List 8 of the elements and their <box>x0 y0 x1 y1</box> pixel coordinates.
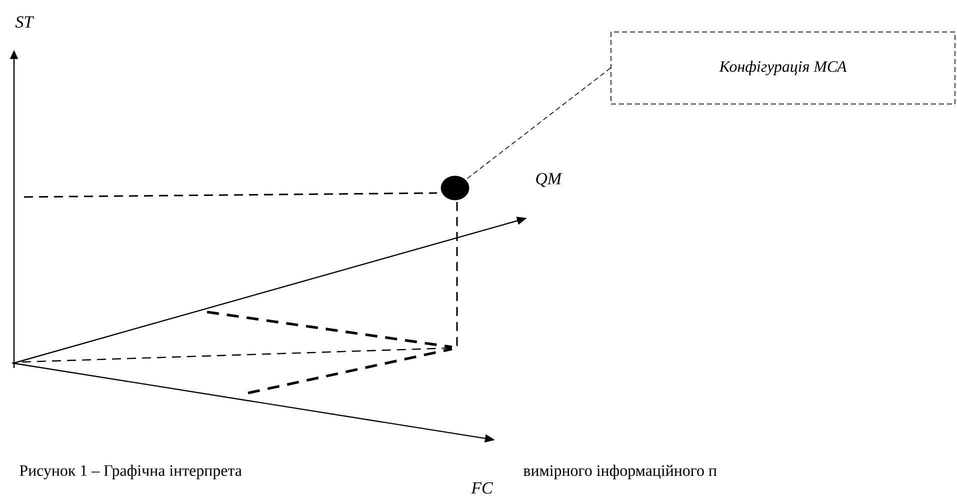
caption-text: Рисунок 1 – Графічна інтерпрета <box>20 464 242 480</box>
axis-label: ST <box>15 16 34 28</box>
axis-label: FC <box>471 482 493 494</box>
axis-label: QM <box>536 173 562 187</box>
text-box: Конфігурація МСА <box>610 32 956 104</box>
point-marker <box>440 176 470 200</box>
leader-line <box>465 68 611 180</box>
caption-text: вимірного інформаційного п <box>523 464 717 480</box>
